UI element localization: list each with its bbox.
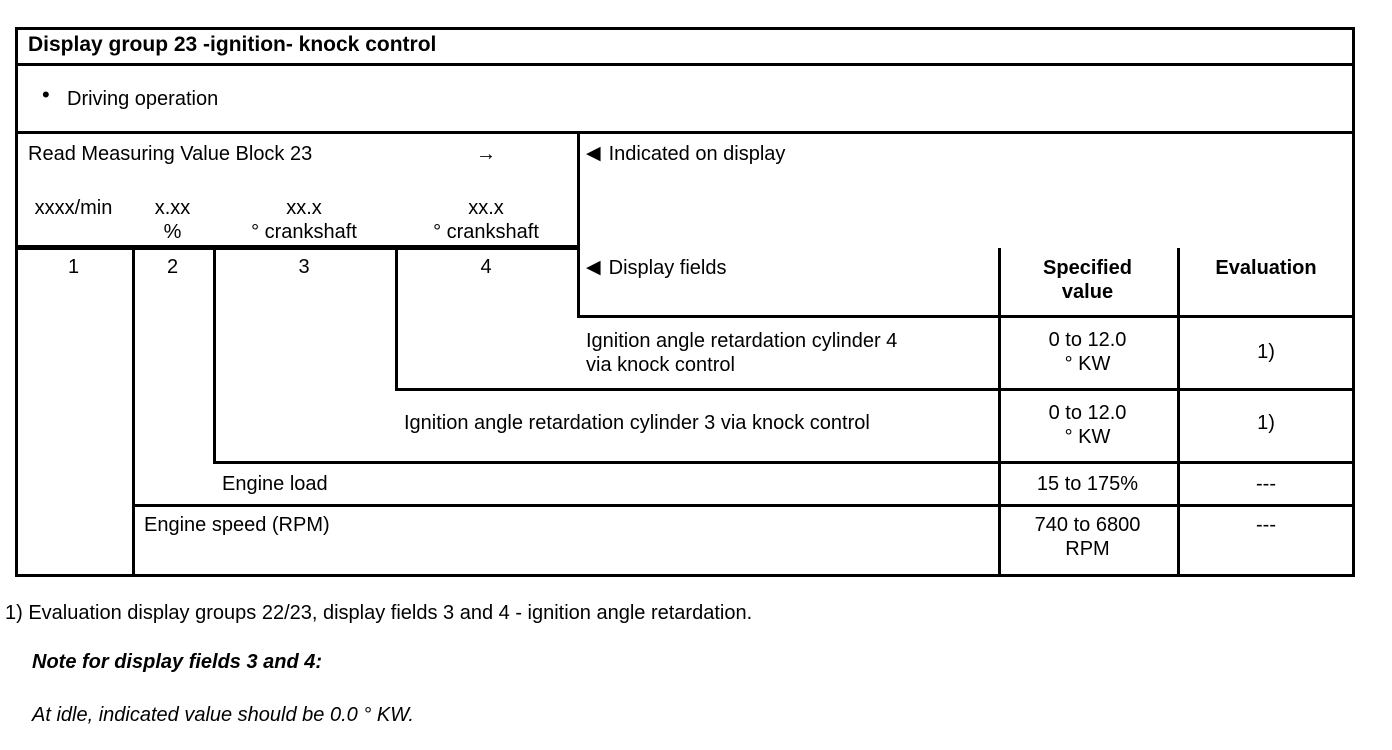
table-bottom-border: [15, 574, 1355, 577]
evaluation-engine-speed: ---: [1256, 514, 1276, 536]
specified-column-divider: [998, 248, 1001, 577]
specified-line2: ° KW: [1064, 353, 1111, 375]
unit-rpm-format: xxxx/min: [34, 197, 113, 219]
evaluation-header: Evaluation: [1215, 257, 1317, 279]
row-label-line2: via knock control: [586, 354, 735, 376]
measuring-indicated-divider: [577, 131, 580, 318]
specified-line2: ° KW: [1064, 426, 1111, 448]
display-fields-header: ◀ Display fields: [586, 257, 726, 279]
specified-line1: 0 to 12.0: [1048, 329, 1127, 351]
header-row-divider: [577, 315, 1355, 318]
right-arrow-icon: →: [476, 143, 496, 165]
unit-angle4-symbol: ° crankshaft: [433, 221, 539, 243]
specified-value-header: Specified value: [998, 256, 1177, 304]
evaluation-cylinder4: 1): [1257, 341, 1275, 363]
unit-load-symbol: %: [163, 221, 182, 243]
field-number-4: 4: [480, 256, 492, 278]
measuring-command: Read Measuring Value Block 23: [28, 143, 313, 165]
operation-label: Driving operation: [67, 88, 219, 110]
unit-angle4-format: xx.x: [468, 197, 504, 219]
evaluation-cylinder3: 1): [1257, 412, 1275, 434]
column3-divider: [395, 248, 398, 391]
note-heading: Note for display fields 3 and 4:: [32, 651, 323, 673]
specified-value-engine-load: 15 to 175%: [1036, 473, 1139, 495]
column2-divider: [213, 248, 216, 464]
row-label-cylinder4: Ignition angle retardation cylinder 4 vi…: [586, 329, 897, 377]
bullet-icon: •: [42, 82, 50, 107]
footnote-evaluation: 1) Evaluation display groups 22/23, disp…: [5, 602, 753, 624]
specified-line1: 0 to 12.0: [1048, 402, 1127, 424]
left-pointer-icon: ◀: [586, 143, 601, 164]
measuring-block-thick-divider: [15, 245, 580, 250]
specified-line1: 740 to 6800: [1034, 514, 1141, 536]
left-pointer-icon: ◀: [586, 257, 601, 278]
row-label-cylinder3: Ignition angle retardation cylinder 3 vi…: [404, 412, 870, 434]
table-right-border: [1352, 27, 1355, 577]
row-divider-cylinder4: [395, 388, 1355, 391]
column1-divider: [132, 248, 135, 577]
display-fields-label: Display fields: [608, 257, 727, 279]
row-divider-cylinder3: [213, 461, 1355, 464]
specified-value-cylinder4: 0 to 12.0 ° KW: [998, 328, 1177, 376]
evaluation-engine-load: ---: [1256, 473, 1276, 495]
operation-row-divider: [15, 131, 1355, 134]
specified-header-line2: value: [1061, 281, 1114, 303]
indicated-label: Indicated on display: [608, 143, 786, 165]
specified-line2: RPM: [1065, 538, 1110, 560]
indicated-on-display: ◀ Indicated on display: [586, 143, 785, 165]
title-row-divider: [15, 63, 1355, 66]
field-number-3: 3: [298, 256, 310, 278]
note-text: At idle, indicated value should be 0.0 °…: [32, 704, 414, 726]
row-divider-engine-load: [132, 504, 1355, 507]
evaluation-column-divider: [1177, 248, 1180, 577]
row-label-engine-load: Engine load: [222, 473, 328, 495]
table-title: Display group 23 -ignition- knock contro…: [28, 33, 437, 56]
specified-header-line1: Specified: [1043, 257, 1132, 279]
table-left-border: [15, 27, 18, 577]
specified-value-engine-speed: 740 to 6800 RPM: [998, 513, 1177, 561]
unit-load-format: x.xx: [154, 197, 191, 219]
specified-value-cylinder3: 0 to 12.0 ° KW: [998, 401, 1177, 449]
unit-angle3-format: xx.x: [286, 197, 322, 219]
table-top-border: [15, 27, 1355, 30]
field-number-1: 1: [67, 256, 80, 278]
row-label-engine-speed: Engine speed (RPM): [144, 514, 330, 536]
unit-angle3-symbol: ° crankshaft: [251, 221, 357, 243]
row-label-line1: Ignition angle retardation cylinder 4: [586, 330, 898, 352]
field-number-2: 2: [166, 256, 179, 278]
